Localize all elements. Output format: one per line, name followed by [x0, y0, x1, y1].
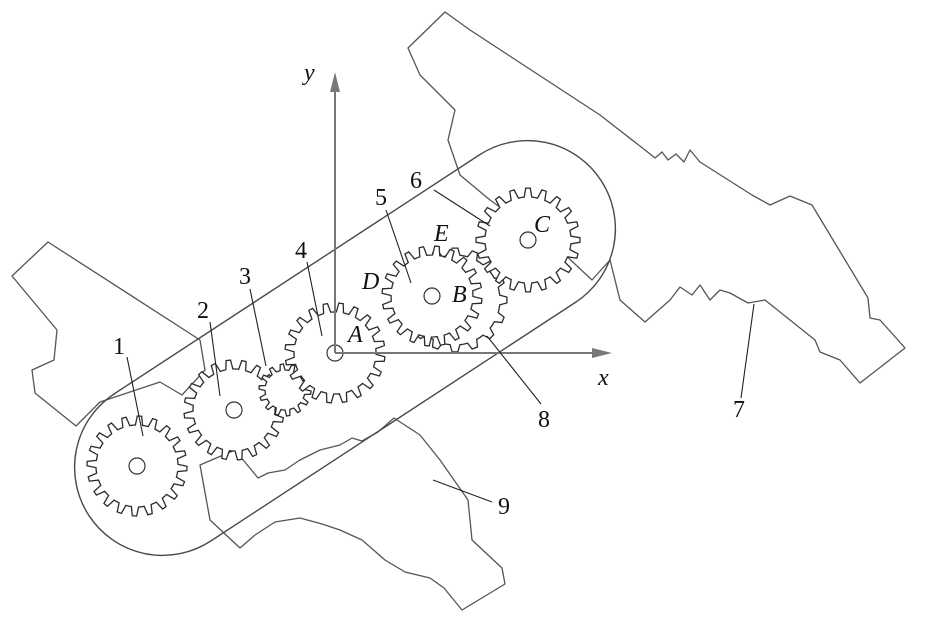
point-label-b: B — [452, 282, 467, 308]
part-label-8: 8 — [538, 407, 550, 433]
y-axis-arrowhead — [330, 72, 340, 92]
part-label-2: 2 — [197, 298, 209, 324]
hole-gear-2 — [225, 401, 243, 419]
point-label-a: A — [346, 322, 363, 348]
leader-9 — [432, 479, 493, 503]
part-label-6: 6 — [410, 168, 422, 194]
housing-left-outline — [11, 241, 206, 427]
leader-5 — [385, 209, 412, 284]
hole-gear-1 — [128, 457, 146, 475]
point-label-c: C — [534, 212, 551, 238]
housing-part-9-outline — [199, 417, 506, 611]
leader-3 — [249, 288, 267, 367]
part-label-9: 9 — [498, 494, 510, 520]
y-axis-label: y — [302, 60, 315, 86]
x-axis-arrowhead — [592, 348, 612, 358]
leader-6 — [433, 189, 491, 227]
hole-point-b — [423, 287, 441, 305]
part-label-4: 4 — [295, 238, 307, 264]
point-label-e: E — [433, 221, 449, 247]
part-label-5: 5 — [375, 185, 387, 211]
point-label-d: D — [361, 269, 379, 295]
housing-part-7-outline — [407, 11, 906, 384]
leader-2 — [209, 321, 221, 397]
hole-point-c — [519, 231, 537, 249]
x-axis-label: x — [597, 365, 609, 391]
carrier-arm-outline — [73, 139, 617, 557]
part-label-1: 1 — [113, 334, 125, 360]
part-label-7: 7 — [733, 397, 745, 423]
leader-4 — [306, 261, 323, 337]
leader-8 — [486, 335, 542, 405]
leader-7 — [740, 303, 755, 399]
carrier-arm — [73, 139, 617, 557]
leader-1 — [126, 356, 144, 437]
part-label-3: 3 — [239, 264, 251, 290]
